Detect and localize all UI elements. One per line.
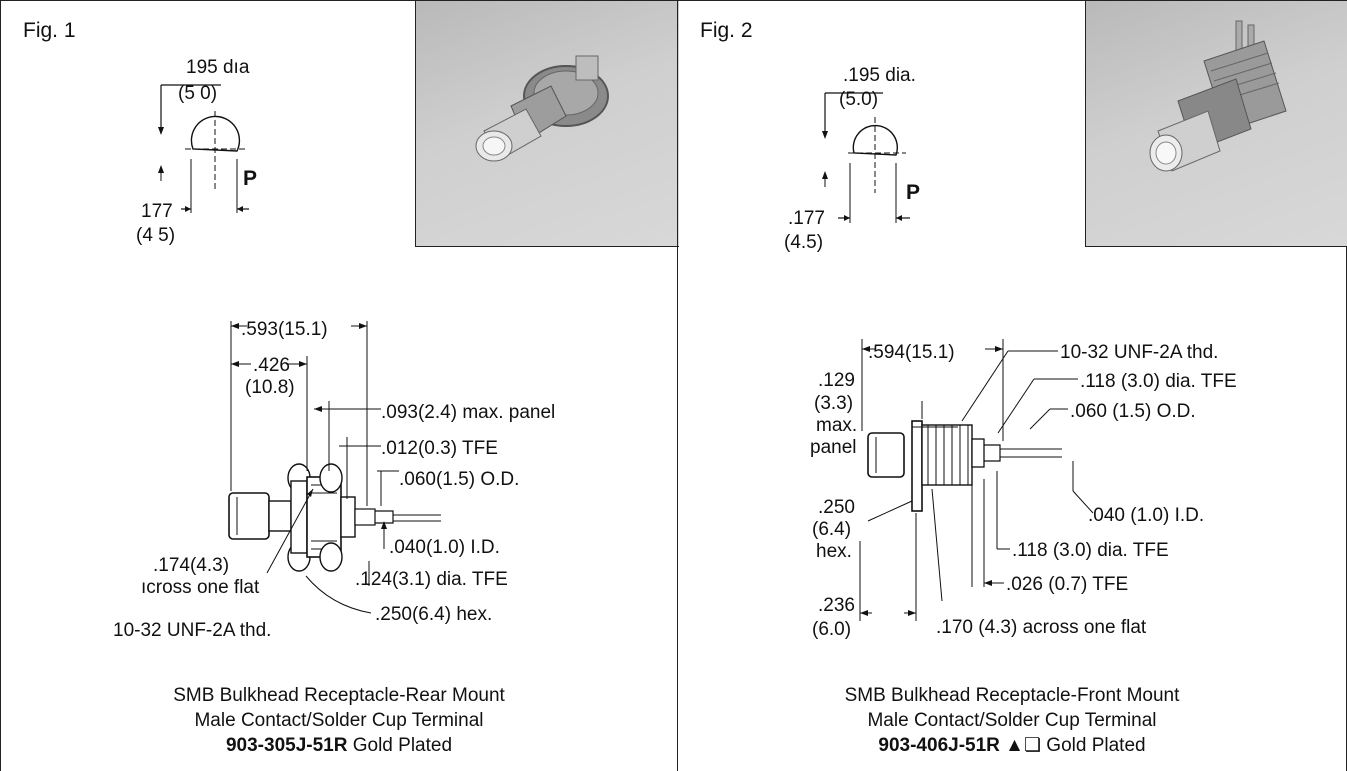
- thread-label: 10-32 UNF-2A thd.: [1060, 342, 1218, 363]
- caption-line-1: SMB Bulkhead Receptacle-Front Mount: [844, 685, 1180, 706]
- dim-236: .236: [818, 595, 855, 616]
- caption-line-1: SMB Bulkhead Receptacle-Rear Mount: [173, 685, 505, 706]
- part-number: 903-305J-51R: [225, 735, 348, 756]
- dim-593: .593(15.1): [241, 319, 328, 340]
- pin-dia-mm-text: (5.0): [839, 89, 878, 110]
- pin-width-mm-text: (4.5): [784, 232, 823, 253]
- dim-594: .594(15.1): [868, 342, 955, 363]
- dim-129-max: max.: [816, 415, 857, 436]
- caption-line-3: 903-305J-51R Gold Plated: [1, 733, 677, 758]
- plating-text: Gold Plated: [1041, 735, 1146, 756]
- dim-040: .040(1.0) I.D.: [389, 537, 500, 558]
- figure-2-connector-drawing: .594(15.1) 10-32 UNF-2A thd. .129 (3.3) …: [810, 339, 1237, 640]
- figure-2-drawing: .195 dia. (5.0) .177 (4.5) P: [784, 65, 1237, 640]
- figure-2-label: Fig. 2: [700, 19, 753, 42]
- dim-118-top: .118 (3.0) dia. TFE: [1080, 371, 1237, 392]
- figure-2-product-photo: [1085, 1, 1347, 247]
- dim-124: .124(3.1) dia. TFE: [355, 569, 508, 590]
- plating-text: Gold Plated: [347, 735, 453, 756]
- dim-093: .093(2.4) max. panel: [381, 402, 555, 423]
- dim-236-mm: (6.0): [812, 619, 851, 640]
- dim-129: .129: [818, 370, 855, 391]
- figure-1-drawing: 195 dıa (5 0) 177 (4 5) P: [113, 57, 555, 641]
- caption-line-2: Male Contact/Solder Cup Terminal: [194, 710, 484, 731]
- pin-dia-mm-text: (5 0): [178, 83, 217, 104]
- figure-2-pin-detail: .195 dia. (5.0) .177 (4.5) P: [784, 65, 920, 253]
- figure-2-panel: Fig. 2: [677, 0, 1347, 771]
- figure-1-pin-detail: 195 dıa (5 0) 177 (4 5) P: [136, 57, 257, 246]
- figure-1-product-photo: [415, 1, 679, 247]
- part-number: 903-406J-51R: [878, 735, 1000, 756]
- dim-129-panel: panel: [810, 437, 857, 458]
- rohs-symbols: ▲❏: [999, 735, 1042, 756]
- dim-426-mm: (10.8): [245, 377, 295, 398]
- figure-1-panel: Fig. 1 19: [0, 0, 679, 771]
- dim-170: .170 (4.3) across one flat: [936, 617, 1147, 638]
- figure-2-caption: SMB Bulkhead Receptacle-Front Mount Male…: [678, 683, 1346, 758]
- figure-1-label: Fig. 1: [23, 19, 76, 42]
- figure-1-connector-drawing: .593(15.1) .426 (10.8) .093(2.4) max. pa…: [113, 319, 555, 641]
- pin-width-mm-text: (4 5): [136, 225, 175, 246]
- pin-width-text: 177: [141, 201, 173, 222]
- dim-250: .250(6.4) hex.: [375, 604, 492, 625]
- thread-label: 10-32 UNF-2A thd.: [113, 620, 271, 641]
- pin-p-label: P: [906, 181, 920, 204]
- dim-250-hex: hex.: [816, 541, 852, 562]
- figure-1-caption: SMB Bulkhead Receptacle-Rear Mount Male …: [1, 683, 677, 758]
- caption-line-2: Male Contact/Solder Cup Terminal: [867, 710, 1157, 731]
- pin-p-label: P: [243, 167, 257, 190]
- pin-width-text: .177: [788, 208, 825, 229]
- dim-250: .250: [818, 497, 855, 518]
- pin-dia-text: 195 dıa: [186, 57, 250, 78]
- caption-line-3: 903-406J-51R ▲❏ Gold Plated: [678, 733, 1346, 758]
- dim-060: .060(1.5) O.D.: [399, 469, 519, 490]
- dim-040: .040 (1.0) I.D.: [1088, 505, 1204, 526]
- dim-026: .026 (0.7) TFE: [1006, 574, 1128, 595]
- dim-012: .012(0.3) TFE: [381, 438, 498, 459]
- dim-250-mm: (6.4): [812, 519, 851, 540]
- dim-174: .174(4.3): [153, 555, 229, 576]
- dim-060: .060 (1.5) O.D.: [1070, 401, 1196, 422]
- dim-426: .426: [253, 355, 290, 376]
- dim-129-mm: (3.3): [814, 393, 853, 414]
- dim-118-bottom: .118 (3.0) dia. TFE: [1012, 540, 1169, 561]
- dim-174-note: ıcross one flat: [141, 577, 260, 598]
- pin-dia-text: .195 dia.: [843, 65, 916, 86]
